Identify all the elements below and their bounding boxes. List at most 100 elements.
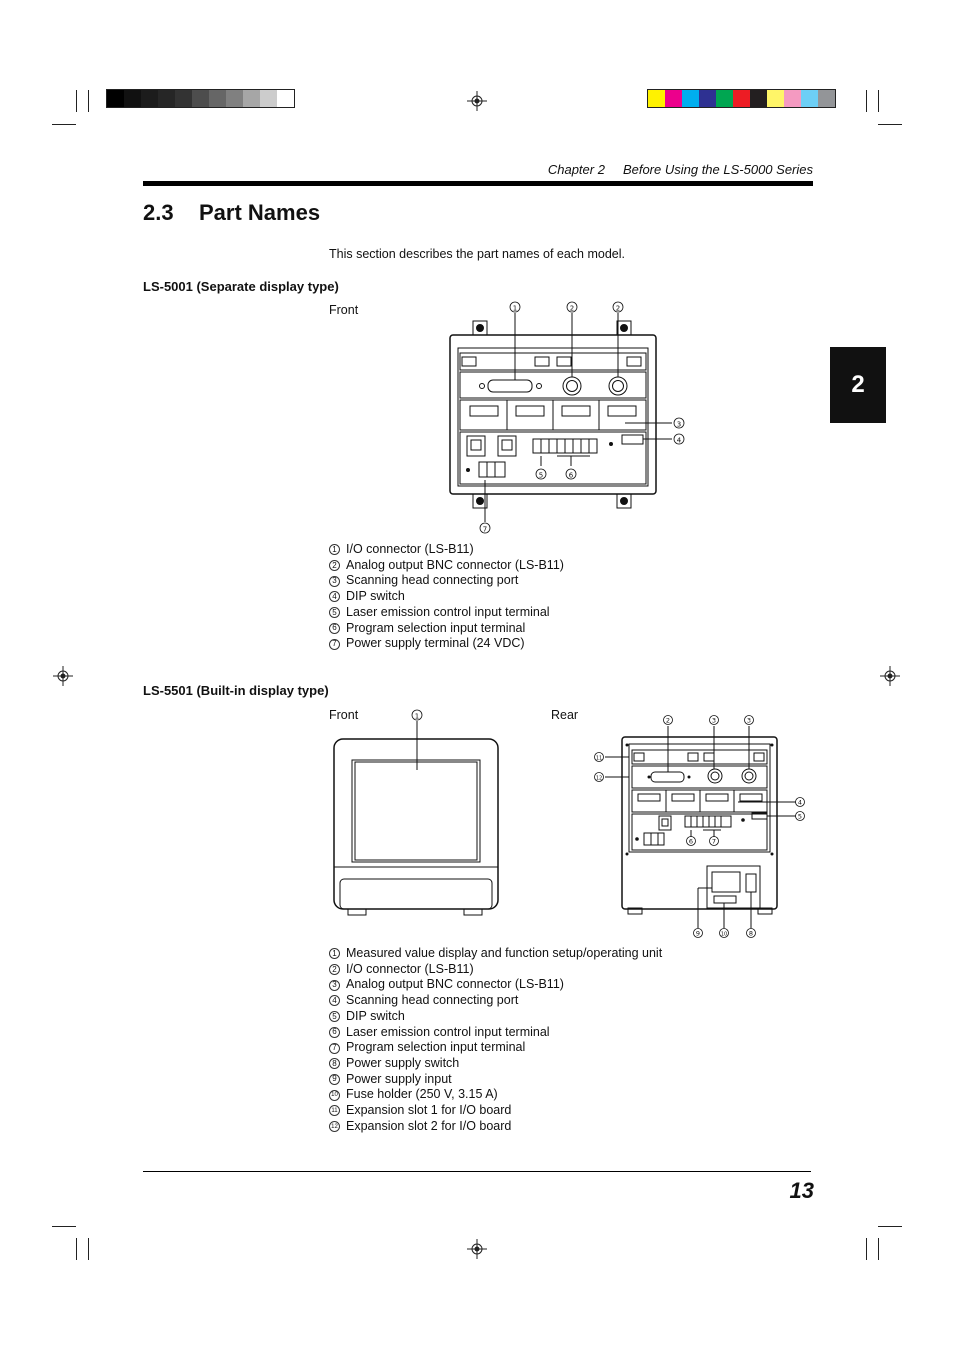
part-list-item: 5 Laser emission control input terminal xyxy=(329,605,564,621)
ls5501-front-label: Front xyxy=(329,708,359,722)
part-description: Expansion slot 2 for I/O board xyxy=(346,1118,512,1133)
svg-text:12: 12 xyxy=(596,775,602,781)
svg-text:8: 8 xyxy=(749,930,753,938)
ls5001-front-diagram: 1 2 2 3 4 5 6 7 xyxy=(449,301,685,534)
crop-mark xyxy=(866,1238,867,1260)
part-description: Fuse holder (250 V, 3.15 A) xyxy=(346,1087,498,1102)
chapter-label: Chapter 2 xyxy=(547,162,605,177)
crop-mark xyxy=(52,124,76,125)
part-number: 4 xyxy=(329,591,340,603)
registration-target-icon xyxy=(467,91,487,111)
part-description: Analog output BNC connector (LS-B11) xyxy=(346,557,564,572)
color-swatch xyxy=(750,90,767,107)
svg-text:6: 6 xyxy=(689,838,693,846)
part-list-item: 3 Analog output BNC connector (LS-B11) xyxy=(329,977,662,993)
crop-mark xyxy=(76,90,77,112)
part-number: 1 xyxy=(329,948,340,960)
color-swatch xyxy=(801,90,818,107)
part-description: Power supply input xyxy=(346,1071,452,1086)
part-list-item: 4 DIP switch xyxy=(329,589,564,605)
part-description: Laser emission control input terminal xyxy=(346,604,550,619)
part-description: Program selection input terminal xyxy=(346,620,526,635)
part-list-item: 9 Power supply input xyxy=(329,1072,662,1088)
part-list-item: 1 I/O connector (LS-B11) xyxy=(329,542,564,558)
svg-text:9: 9 xyxy=(696,930,700,938)
crop-mark xyxy=(878,124,902,125)
part-list-item: 3 Scanning head connecting port xyxy=(329,573,564,589)
part-list-item: 12 Expansion slot 2 for I/O board xyxy=(329,1119,662,1135)
part-description: Laser emission control input terminal xyxy=(346,1024,550,1039)
part-number: 7 xyxy=(329,1042,340,1054)
part-list-item: 2 I/O connector (LS-B11) xyxy=(329,962,662,978)
part-number: 12 xyxy=(329,1121,340,1133)
part-description: Analog output BNC connector (LS-B11) xyxy=(346,977,564,992)
color-swatch xyxy=(665,90,682,107)
color-swatch xyxy=(175,90,192,107)
color-swatch xyxy=(784,90,801,107)
color-swatch xyxy=(141,90,158,107)
part-list-item: 4 Scanning head connecting port xyxy=(329,993,662,1009)
svg-text:3: 3 xyxy=(712,717,716,725)
color-swatch xyxy=(699,90,716,107)
part-list-item: 7 Program selection input terminal xyxy=(329,1040,662,1056)
part-number: 3 xyxy=(329,575,340,587)
crop-mark xyxy=(878,90,879,112)
part-description: Scanning head connecting port xyxy=(346,573,519,588)
color-swatch xyxy=(192,90,209,107)
part-number: 3 xyxy=(329,979,340,991)
svg-text:3: 3 xyxy=(747,717,751,725)
svg-text:1: 1 xyxy=(513,305,517,313)
color-swatch-bar xyxy=(647,89,836,108)
part-description: DIP switch xyxy=(346,589,405,604)
part-number: 4 xyxy=(329,995,340,1007)
registration-target-icon xyxy=(880,666,900,686)
crop-mark xyxy=(866,90,867,112)
chapter-title: Before Using the LS-5000 Series xyxy=(622,162,813,177)
svg-text:5: 5 xyxy=(798,813,802,821)
part-description: I/O connector (LS-B11) xyxy=(346,542,474,556)
crop-mark xyxy=(52,1226,76,1227)
part-number: 10 xyxy=(329,1089,340,1101)
svg-text:2: 2 xyxy=(570,305,574,313)
color-swatch xyxy=(243,90,260,107)
crop-mark xyxy=(76,1238,77,1260)
part-description: Scanning head connecting port xyxy=(346,993,519,1008)
ls5001-parts-list: 1 I/O connector (LS-B11) 2 Analog output BN… xyxy=(329,542,564,652)
ls5501-rear-label: Rear xyxy=(551,708,579,722)
part-number: 5 xyxy=(329,607,340,619)
part-number: 2 xyxy=(329,560,340,572)
color-swatch xyxy=(209,90,226,107)
crop-mark xyxy=(88,1238,89,1260)
svg-text:11: 11 xyxy=(596,755,602,761)
crop-mark xyxy=(878,1226,902,1227)
section-title-text: Part Names xyxy=(199,200,321,225)
part-description: Program selection input terminal xyxy=(346,1040,526,1055)
svg-text:1: 1 xyxy=(415,713,419,721)
svg-text:7: 7 xyxy=(483,526,487,534)
color-swatch xyxy=(818,90,835,107)
color-swatch xyxy=(648,90,665,107)
svg-text:7: 7 xyxy=(712,838,716,846)
chapter-tab: 2 xyxy=(830,347,886,423)
part-description: DIP switch xyxy=(346,1008,405,1023)
part-description: I/O connector (LS-B11) xyxy=(346,961,474,976)
color-swatch xyxy=(733,90,750,107)
part-description: Power supply switch xyxy=(346,1055,460,1070)
color-swatch xyxy=(716,90,733,107)
intro-text: This section describes the part names of… xyxy=(329,247,625,261)
part-number: 9 xyxy=(329,1073,340,1085)
svg-text:6: 6 xyxy=(569,472,574,480)
part-list-item: 2 Analog output BNC connector (LS-B11) xyxy=(329,558,564,574)
running-head: Chapter 2 Before Using the LS-5000 Series xyxy=(548,162,813,177)
ls5001-front-label: Front xyxy=(329,303,359,317)
color-swatch xyxy=(767,90,784,107)
part-number: 2 xyxy=(329,964,340,976)
part-number: 1 xyxy=(329,544,340,556)
